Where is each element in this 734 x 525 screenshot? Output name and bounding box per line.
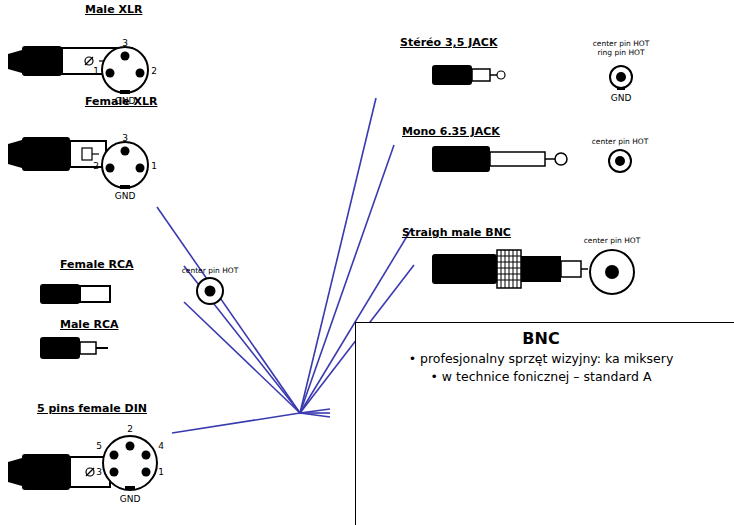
pin-number: 4 <box>158 441 164 451</box>
rca-pinout <box>197 278 223 304</box>
pin-note: center pin HOT <box>593 39 650 48</box>
bnc-plug <box>432 250 588 288</box>
connector-name: 5 pins female DIN <box>37 402 147 415</box>
pin-number: 3 <box>96 467 102 477</box>
pin-note: ring pin HOT <box>597 48 644 57</box>
pin-number: 1 <box>93 66 99 76</box>
male-xlr-pinout <box>102 47 148 94</box>
pin-note: center pin HOT <box>592 137 649 146</box>
bnc-pinout <box>590 250 634 294</box>
din-pinout <box>103 436 157 490</box>
pin-number: 2 <box>151 66 157 76</box>
ground-label: GND <box>115 191 136 201</box>
din-plug <box>8 454 110 490</box>
connector-name: Mono 6.35 JACK <box>402 125 500 138</box>
pin-note: center pin HOT <box>584 236 641 245</box>
box-heading: BNC <box>362 329 720 348</box>
connector-name: Female RCA <box>60 258 134 271</box>
pin-note: center pin HOT <box>182 266 239 275</box>
pin-number: 3 <box>122 38 128 48</box>
box-content: BNC • profesjonalny sprzęt wizyjny: ka mi… <box>356 323 726 392</box>
connector-name: Straigh male BNC <box>402 226 511 239</box>
pin-number: 2 <box>93 161 99 171</box>
box-bullet: • w technice fonicznej – standard A <box>362 369 720 384</box>
pin-number: 3 <box>122 133 128 143</box>
pin-number: 2 <box>127 424 133 434</box>
connector-name: Male XLR <box>85 3 142 16</box>
pin-number: 1 <box>151 161 157 171</box>
female-xlr-pinout <box>102 142 148 189</box>
connector-name: Stéréo 3,5 JACK <box>400 36 497 49</box>
info-box: BNC • profesjonalny sprzęt wizyjny: ka mi… <box>355 322 734 525</box>
pin-number: 5 <box>96 441 102 451</box>
stereo-jack-pinout <box>610 66 632 90</box>
female-xlr-plug <box>8 137 106 171</box>
pin-number: 1 <box>158 467 164 477</box>
ground-label: GND <box>120 494 141 504</box>
stereo-jack-plug <box>432 65 505 85</box>
female-rca-plug <box>40 284 110 304</box>
connector-name: Male RCA <box>60 318 119 331</box>
male-rca-plug <box>40 337 108 359</box>
mono-jack-plug <box>432 146 567 172</box>
box-bullet: • profesjonalny sprzęt wizyjny: ka mikse… <box>362 351 720 366</box>
mono-jack-pinout <box>609 150 631 172</box>
connector-name: Female XLR <box>85 95 157 108</box>
ground-label: GND <box>611 93 632 103</box>
